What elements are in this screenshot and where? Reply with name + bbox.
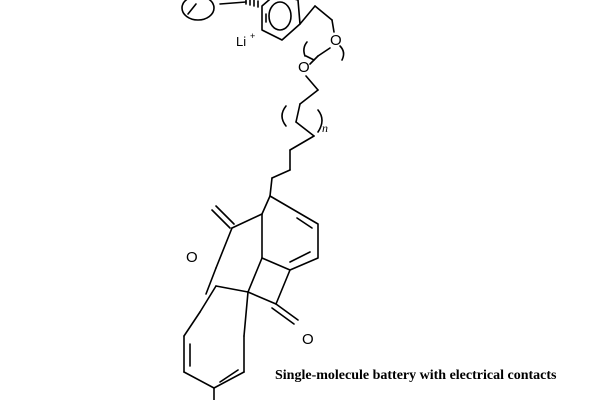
carbonyl-top	[211, 205, 235, 229]
lithium-symbol: Li	[236, 34, 246, 49]
lithium-charge: +	[250, 31, 255, 41]
polymer-repeat-bracket	[281, 105, 323, 133]
anthraquinone-ring-center	[205, 213, 291, 305]
anthraquinone-ring-left	[183, 285, 249, 400]
lithium-ion: Li +	[236, 31, 255, 49]
oxygen-label-middle: O	[298, 59, 310, 76]
carbonyl-oxygen-top: O	[186, 249, 198, 266]
figure-caption: Single-molecule battery with electrical …	[275, 368, 557, 383]
oxygen-label-top: O	[330, 32, 342, 49]
carbonyl-bottom	[271, 303, 299, 325]
alkyl-chain	[269, 75, 319, 197]
anthraquinone-ring-right	[261, 195, 319, 271]
cyclopentadienyl-ring-center	[261, 0, 301, 41]
cyclopentadienyl-ring-left	[181, 0, 247, 21]
hashed-bond	[245, 0, 259, 8]
polymer-bracket-top	[303, 41, 345, 61]
repeat-subscript-n: n	[322, 121, 328, 135]
carbonyl-oxygen-bottom: O	[302, 331, 314, 348]
